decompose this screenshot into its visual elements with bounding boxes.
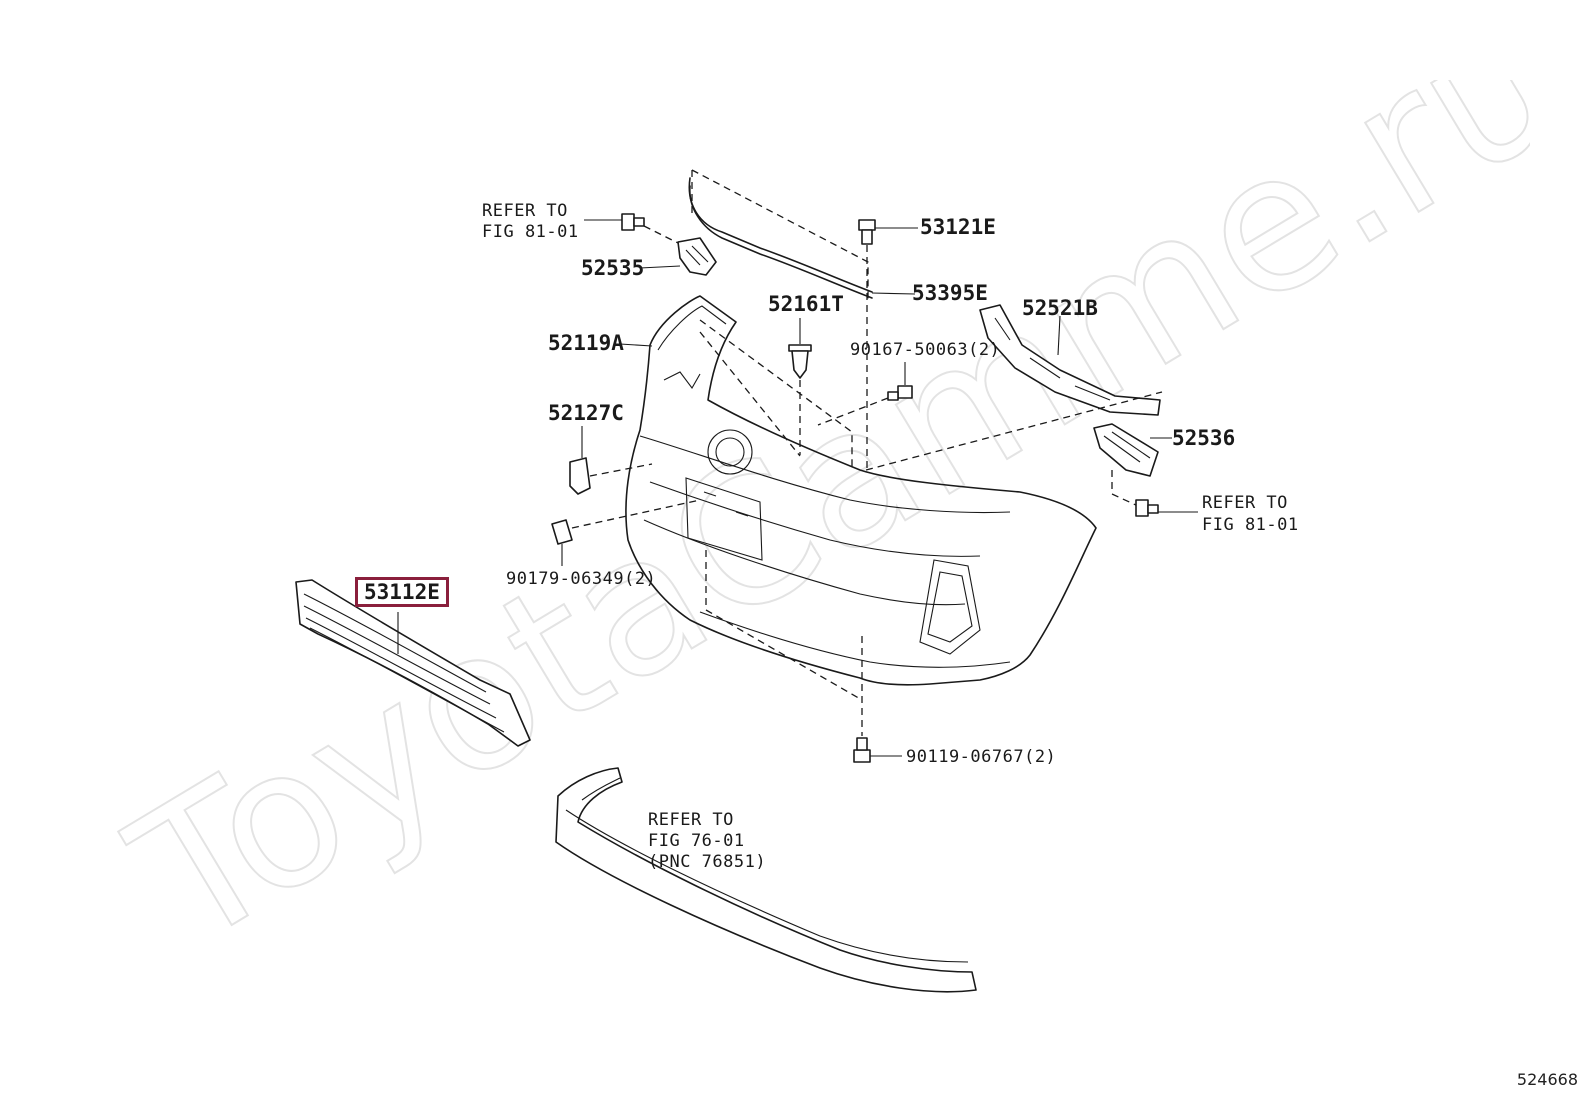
bracket-icon xyxy=(639,237,717,276)
grille-icon xyxy=(295,579,531,747)
part-label-52536[interactable]: 52536 xyxy=(1172,426,1236,450)
refer-label-left-line1: REFER TO xyxy=(482,201,568,221)
lower-spoiler-icon xyxy=(555,767,977,993)
part-label-52119a[interactable]: 52119A xyxy=(548,331,624,355)
clip-icon xyxy=(569,426,653,495)
retainer-strip-53395e xyxy=(688,177,916,299)
clip-icon xyxy=(788,318,812,455)
image-id: 524668 xyxy=(1516,1070,1578,1089)
bolt-icon xyxy=(705,550,902,763)
refer-label-right-line1: REFER TO xyxy=(1202,493,1288,513)
bumper-cover-icon xyxy=(619,295,1097,686)
bolt-icon xyxy=(858,219,918,470)
bracket-icon xyxy=(865,304,1163,471)
part-label-90119-06767[interactable]: 90119-06767(2) xyxy=(906,747,1057,767)
part-label-90179-06349[interactable]: 90179-06349(2) xyxy=(506,569,657,589)
part-label-52127c[interactable]: 52127C xyxy=(548,401,624,425)
refer-label-bottom-line3: (PNC 76851) xyxy=(648,852,767,872)
highlighted-part-box[interactable]: 53112E xyxy=(355,577,449,607)
part-label-53121e[interactable]: 53121E xyxy=(920,215,996,239)
part-label-53112e[interactable]: 53112E xyxy=(364,580,440,604)
bracket-icon xyxy=(1093,423,1172,507)
part-label-52521b[interactable]: 52521B xyxy=(1022,296,1098,320)
clip-icon xyxy=(551,499,701,566)
refer-label-bottom-line1: REFER TO xyxy=(648,810,734,830)
bolt-icon xyxy=(584,213,689,249)
refer-label-left-line2: FIG 81-01 xyxy=(482,222,579,242)
refer-label-bottom-line2: FIG 76-01 xyxy=(648,831,745,851)
part-label-53395e[interactable]: 53395E xyxy=(912,281,988,305)
part-label-90167-50063[interactable]: 90167-50063(2) xyxy=(850,340,1001,360)
bolt-icon xyxy=(817,362,913,426)
part-label-52535[interactable]: 52535 xyxy=(581,256,645,280)
part-label-52161t[interactable]: 52161T xyxy=(768,292,844,316)
bolt-icon xyxy=(1135,499,1198,517)
refer-label-right-line2: FIG 81-01 xyxy=(1202,515,1299,535)
